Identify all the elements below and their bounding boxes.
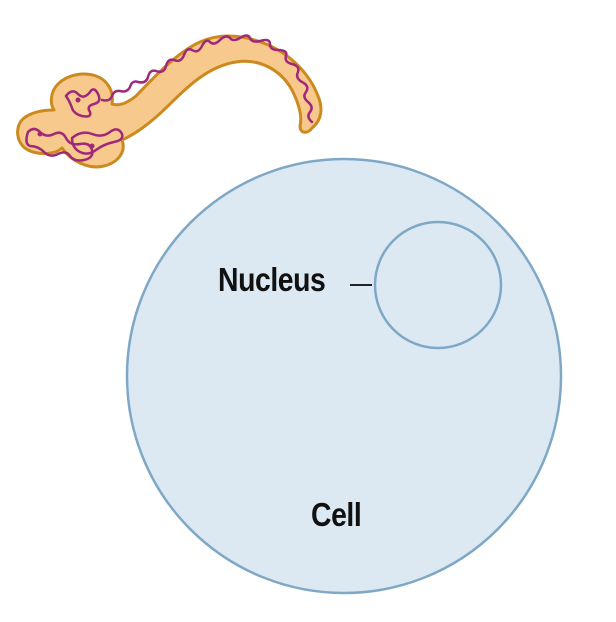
virus-genome-coil: [64, 88, 101, 118]
virus-genome: [100, 34, 314, 124]
cell-label: Cell: [311, 496, 362, 533]
virus-genome-dot: [89, 143, 95, 149]
virus-genome-dot: [75, 97, 81, 103]
virus-genome-dot: [37, 131, 43, 137]
nucleus: [373, 220, 503, 350]
virus-genome-coil: [70, 128, 124, 155]
virus-envelope: [16, 34, 323, 169]
nucleus-label: Nucleus: [218, 261, 326, 298]
virus-genome-coil: [25, 127, 94, 162]
ebola-virus-icon: [16, 34, 323, 169]
